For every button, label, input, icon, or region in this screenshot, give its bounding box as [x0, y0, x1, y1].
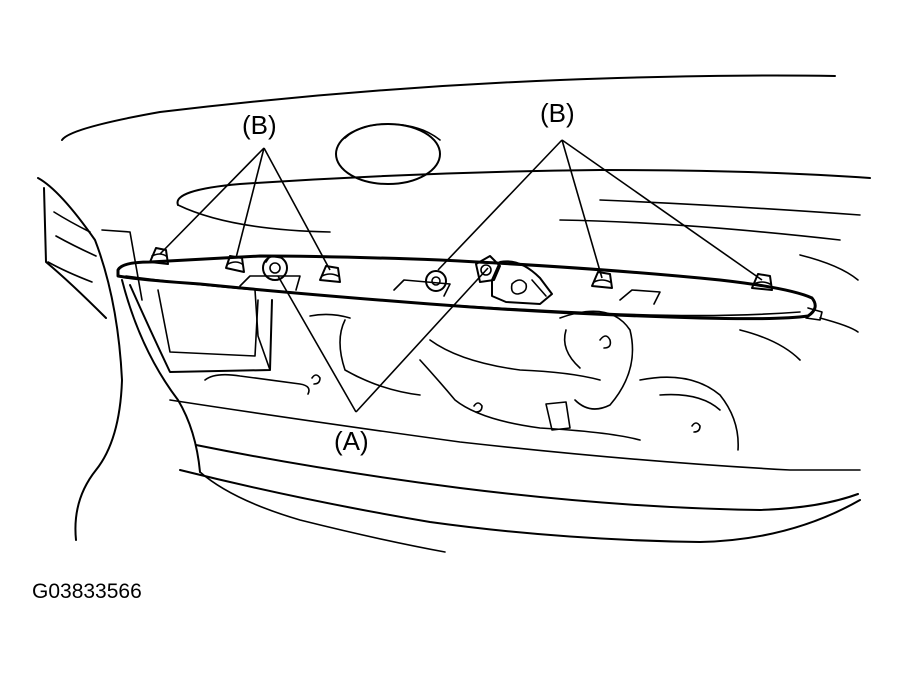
nut-icon — [262, 255, 288, 281]
leader-lines-a — [277, 267, 489, 413]
callout-label-b-right: (B) — [540, 98, 575, 128]
high-mount-lamp — [335, 123, 441, 185]
figure-code: G03833566 — [32, 580, 142, 603]
left-body-side — [37, 177, 143, 541]
clip-icon — [751, 273, 773, 291]
clip-icon — [591, 271, 613, 289]
callout-label-a: (A) — [334, 426, 369, 456]
trunk-lid-upper-outline — [61, 74, 871, 281]
clip-icon — [319, 265, 341, 283]
lock-actuator-icon — [475, 255, 553, 305]
license-plate-recess — [129, 284, 273, 373]
inner-panel-contours — [309, 310, 859, 451]
nut-icon — [425, 270, 447, 292]
trunk-lower-body — [121, 279, 861, 553]
clip-icon — [149, 247, 169, 265]
clip-icon — [225, 255, 245, 273]
leader-lines-b-right — [437, 139, 763, 281]
callout-label-b-left: (B) — [242, 110, 277, 140]
leader-lines-b-left — [159, 147, 331, 271]
